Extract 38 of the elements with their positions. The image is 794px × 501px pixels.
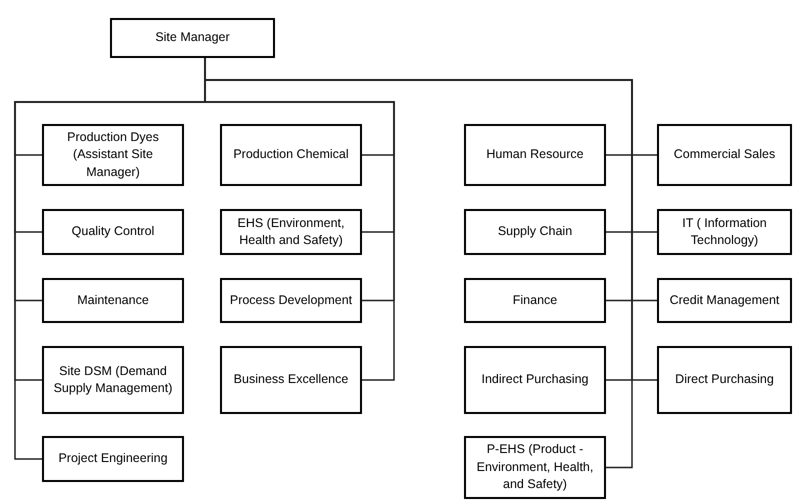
role-title: Indirect Purchasing [481, 371, 588, 388]
org-box [464, 278, 606, 323]
org-box [42, 436, 184, 482]
role-title: IT ( Information Technology) [681, 214, 768, 249]
org-box [42, 209, 184, 255]
role-title: Production Chemical [233, 146, 349, 164]
role-title: Site DSM (Demand Supply Management) [52, 362, 174, 397]
org-box [42, 278, 184, 323]
role-title: EHS (Environment, Health and Safety) [236, 214, 346, 249]
org-box [220, 346, 362, 414]
role-title: Production Dyes (Assistant Site Manager) [66, 128, 160, 181]
org-box [110, 18, 275, 58]
org-box [42, 346, 184, 414]
org-box [464, 436, 606, 499]
org-box [42, 124, 184, 186]
role-title: Supply Chain [498, 223, 572, 240]
role-title: Commercial Sales [674, 146, 776, 164]
role-title: Maintenance [77, 292, 149, 309]
role-title: Direct Purchasing [675, 371, 774, 388]
org-box [657, 346, 792, 414]
role-title: P-EHS (Product - Environment, Health, and Safety) [476, 441, 594, 494]
role-title: Finance [512, 292, 558, 309]
org-box [220, 278, 362, 323]
role-title: Business Excellence [234, 371, 348, 388]
role-title: Quality Control [72, 223, 154, 240]
role-title: Site Manager [155, 29, 230, 46]
org-box [464, 209, 606, 255]
org-box [657, 278, 792, 323]
org-box [464, 124, 606, 186]
org-box [220, 209, 362, 255]
role-title: Human Resource [486, 146, 584, 164]
role-title: Credit Management [670, 292, 780, 309]
role-title: Process Development [230, 292, 352, 309]
org-box [464, 346, 606, 414]
org-box [657, 124, 792, 186]
org-box [220, 124, 362, 186]
role-title: Project Engineering [58, 450, 168, 468]
org-box [657, 209, 792, 255]
